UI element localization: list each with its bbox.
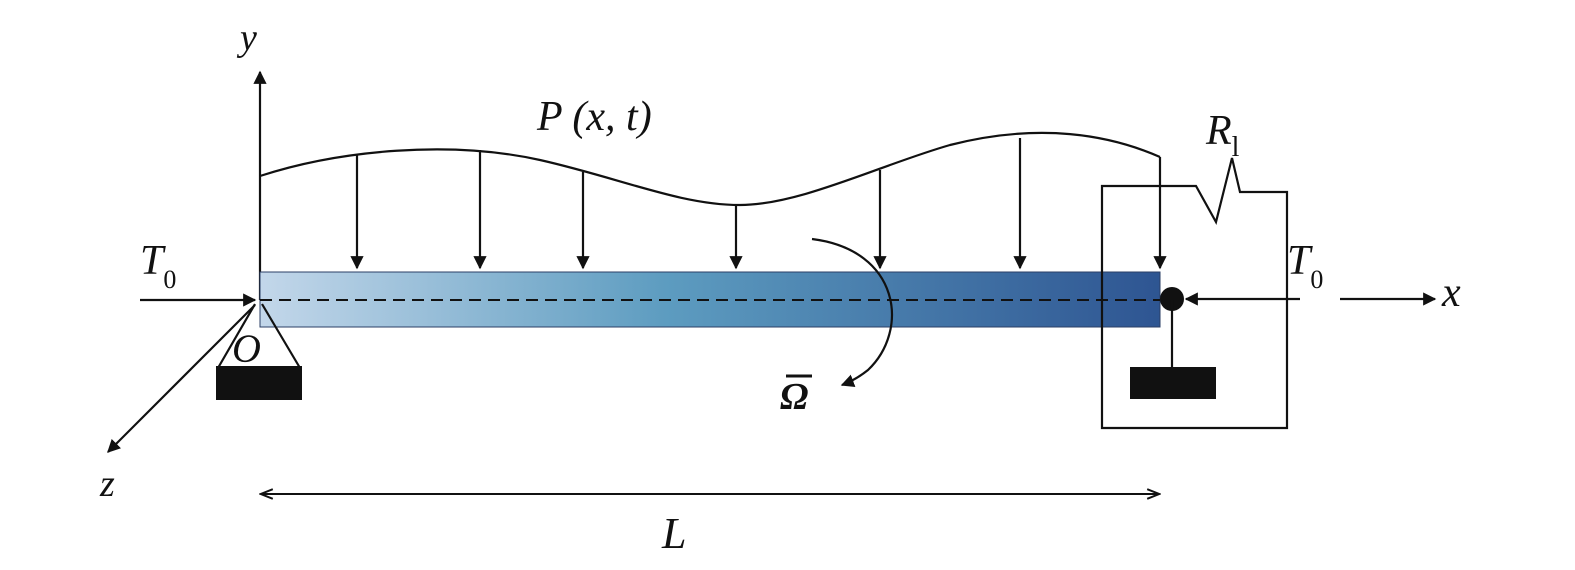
z-axis-line xyxy=(107,304,256,453)
spring-support-frame xyxy=(1100,157,1289,430)
spring-label: Rl xyxy=(1205,108,1240,163)
svg-text:Ω: Ω xyxy=(780,376,808,418)
x-axis-label: x xyxy=(1441,270,1461,316)
rotation-label: Ω xyxy=(780,374,812,418)
tension-left-label: T0 xyxy=(140,238,176,294)
load-curve xyxy=(259,131,1161,207)
y-axis-label: y xyxy=(236,17,257,59)
pin-support-icon xyxy=(216,303,302,400)
rotation-arrow xyxy=(811,237,894,388)
z-axis-label: z xyxy=(99,463,115,505)
length-label: L xyxy=(661,509,686,558)
tension-right-label: T0 xyxy=(1287,238,1323,294)
roller-support-icon xyxy=(1130,287,1216,399)
load-label: P (x, t) xyxy=(536,94,652,140)
origin-label: O xyxy=(232,326,261,371)
